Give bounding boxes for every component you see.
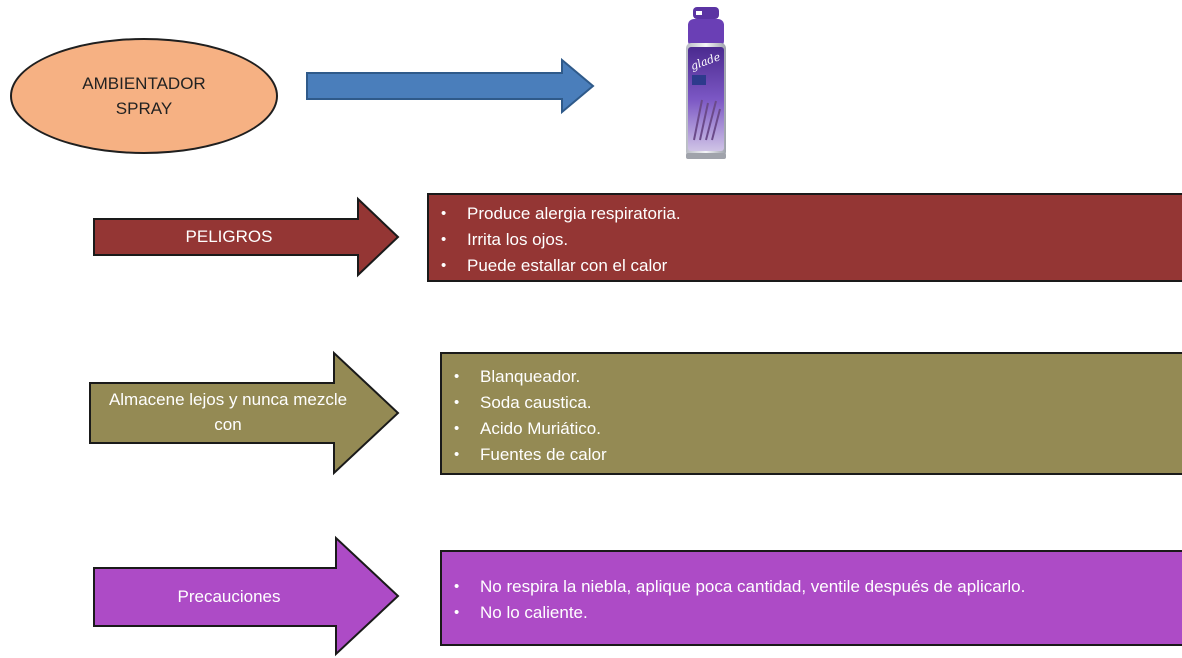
blue-right-arrow [306, 57, 595, 115]
list-item: Fuentes de calor [442, 442, 1182, 468]
air-freshener-spray-can-icon: glade [686, 7, 726, 159]
list-item: No lo caliente. [442, 600, 1182, 626]
title-label: AMBIENTADOR SPRAY [82, 73, 206, 119]
list-item: Puede estallar con el calor [429, 253, 1182, 279]
peligros-list: Produce alergia respiratoria. Irrita los… [429, 201, 1182, 279]
list-item: Produce alergia respiratoria. [429, 201, 1182, 227]
almacene-list: Blanqueador. Soda caustica. Acido Muriát… [442, 364, 1182, 468]
peligros-arrow [93, 196, 400, 278]
precauciones-list: No respira la niebla, aplique poca canti… [442, 574, 1182, 626]
list-item: Blanqueador. [442, 364, 1182, 390]
almacene-list-box: Blanqueador. Soda caustica. Acido Muriát… [440, 352, 1182, 475]
almacene-arrow [89, 350, 400, 476]
title-oval: AMBIENTADOR SPRAY [10, 38, 278, 154]
precauciones-label: Precauciones [177, 586, 281, 606]
precauciones-arrow [93, 535, 400, 657]
list-item: Soda caustica. [442, 390, 1182, 416]
peligros-label: PELIGROS [185, 226, 273, 246]
precauciones-list-box: No respira la niebla, aplique poca canti… [440, 550, 1182, 646]
almacene-label: Almacene lejos y nunca mezcle con [108, 390, 348, 434]
list-item: No respira la niebla, aplique poca canti… [442, 574, 1182, 600]
list-item: Irrita los ojos. [429, 227, 1182, 253]
list-item: Acido Muriático. [442, 416, 1182, 442]
peligros-list-box: Produce alergia respiratoria. Irrita los… [427, 193, 1182, 282]
